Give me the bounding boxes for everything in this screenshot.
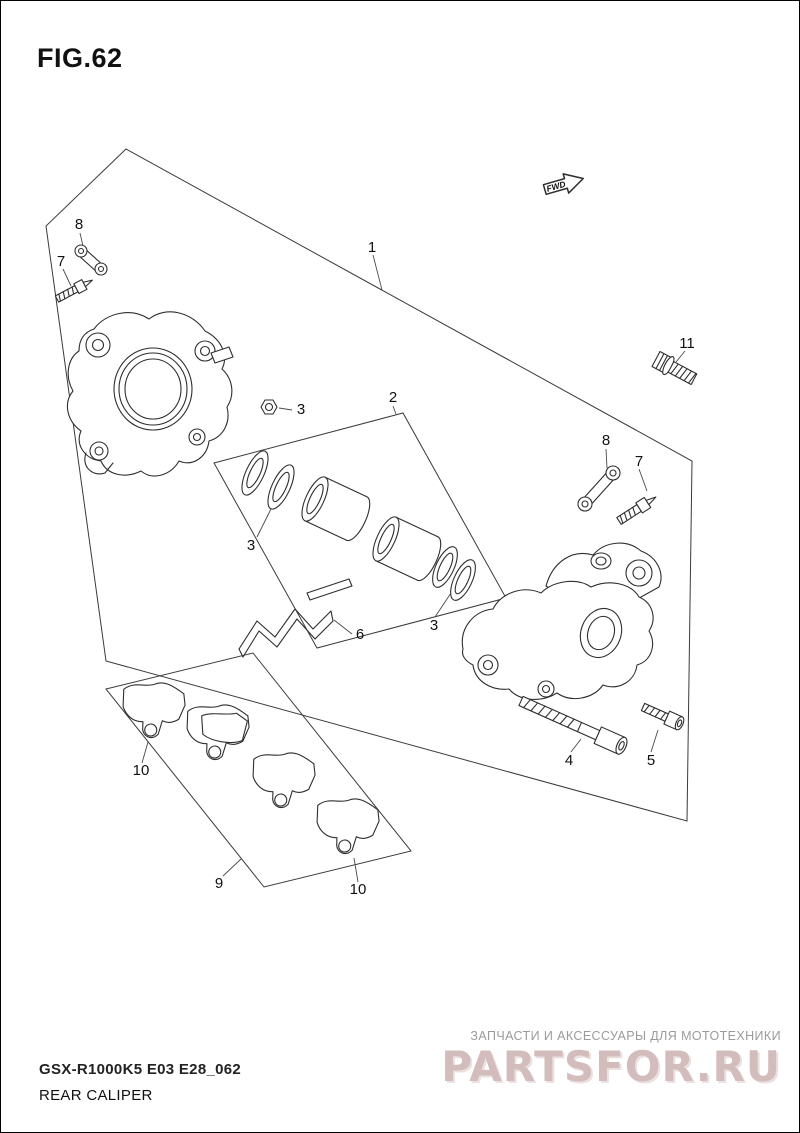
part-pad-pin-clip-right — [577, 465, 621, 512]
part-brake-pad-4 — [310, 792, 383, 859]
part-pad-spring — [238, 578, 353, 658]
part-bleed-cap — [260, 399, 278, 415]
part-mounting-bracket — [66, 311, 234, 477]
part-brake-pad-1 — [116, 676, 189, 743]
part-brake-pad-3 — [246, 746, 319, 813]
part-brake-pad-2 — [180, 698, 253, 765]
part-piston-seal-b — [267, 464, 295, 510]
figure-title: FIG.62 — [37, 43, 123, 73]
model-code: GSX-R1000K5 E03 E28_062 — [39, 1061, 242, 1078]
callout-1: 1 — [368, 239, 376, 256]
callout-3b: 3 — [247, 537, 255, 554]
callout-4: 4 — [565, 752, 573, 769]
part-piston-seal-c — [432, 546, 458, 588]
part-pad-pin-clip-left — [74, 244, 108, 276]
part-sleeve-bolt — [640, 702, 685, 731]
part-brake-pad-set-box — [105, 652, 412, 888]
part-piston-seal-a — [241, 450, 269, 496]
part-piston-seal-d — [450, 559, 476, 601]
callout-2: 2 — [389, 389, 397, 406]
part-flange-bolt — [651, 350, 698, 386]
part-bleeder-valve-right — [616, 496, 657, 525]
watermark: ЗАПЧАСТИ И АКСЕССУАРЫ ДЛЯ МОТОТЕХНИКИ PA… — [441, 1029, 781, 1091]
callout-7-left: 7 — [57, 253, 65, 270]
assembly-boundary — [45, 148, 693, 822]
callout-5: 5 — [647, 752, 655, 769]
callout-3c: 3 — [430, 617, 438, 634]
part-caliper-body — [461, 542, 662, 700]
callout-10a: 10 — [133, 762, 150, 779]
fwd-arrow: FWD — [542, 173, 584, 196]
callouts: 1 2 3 3 3 4 5 6 7 8 7 8 9 10 10 11 — [57, 216, 695, 898]
callout-11: 11 — [679, 335, 695, 352]
callout-8-right: 8 — [602, 432, 610, 449]
watermark-tagline: ЗАПЧАСТИ И АКСЕССУАРЫ ДЛЯ МОТОТЕХНИКИ — [470, 1029, 781, 1043]
callout-3a: 3 — [297, 401, 305, 418]
callout-9: 9 — [215, 875, 223, 892]
callout-10b: 10 — [350, 881, 367, 898]
callout-8-left: 8 — [75, 216, 83, 233]
part-caliper-bolt — [518, 695, 628, 755]
part-piston-front — [301, 476, 371, 542]
part-bleeder-valve-left — [54, 279, 93, 303]
leader-lines — [62, 232, 686, 883]
watermark-logo: PARTSFOR.RU — [441, 1042, 781, 1091]
callout-7-right: 7 — [635, 453, 643, 470]
figure-name: REAR CALIPER — [39, 1087, 153, 1104]
callout-6: 6 — [356, 626, 364, 643]
part-piston-rear — [372, 516, 442, 582]
